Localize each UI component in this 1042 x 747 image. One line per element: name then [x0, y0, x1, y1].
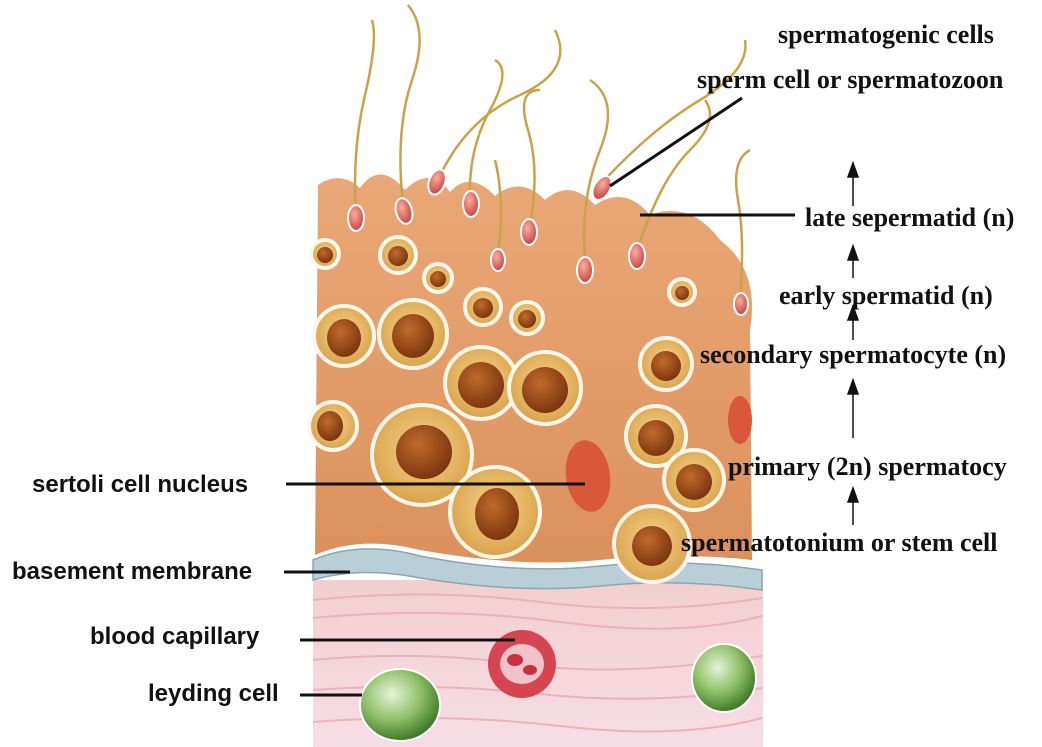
label-leydig-cell: leyding cell [148, 682, 279, 706]
label-basement-membrane: basement membrane [12, 560, 252, 584]
label-early-spermatid: early spermatid (n) [779, 283, 993, 309]
label-sertoli-nucleus: sertoli cell nucleus [32, 473, 248, 497]
label-primary-spermatocyte: primary (2n) spermatocy [728, 454, 1007, 480]
label-spermatogenic-cells: spermatogenic cells [778, 22, 994, 48]
label-blood-capillary: blood capillary [90, 625, 259, 649]
label-late-spermatid: late sepermatid (n) [805, 205, 1014, 231]
label-sperm-cell: sperm cell or spermatozoon [697, 67, 1003, 93]
label-spermatogonium: spermatotonium or stem cell [681, 530, 998, 556]
label-secondary-spermatocyte: secondary spermatocyte (n) [700, 342, 1006, 368]
